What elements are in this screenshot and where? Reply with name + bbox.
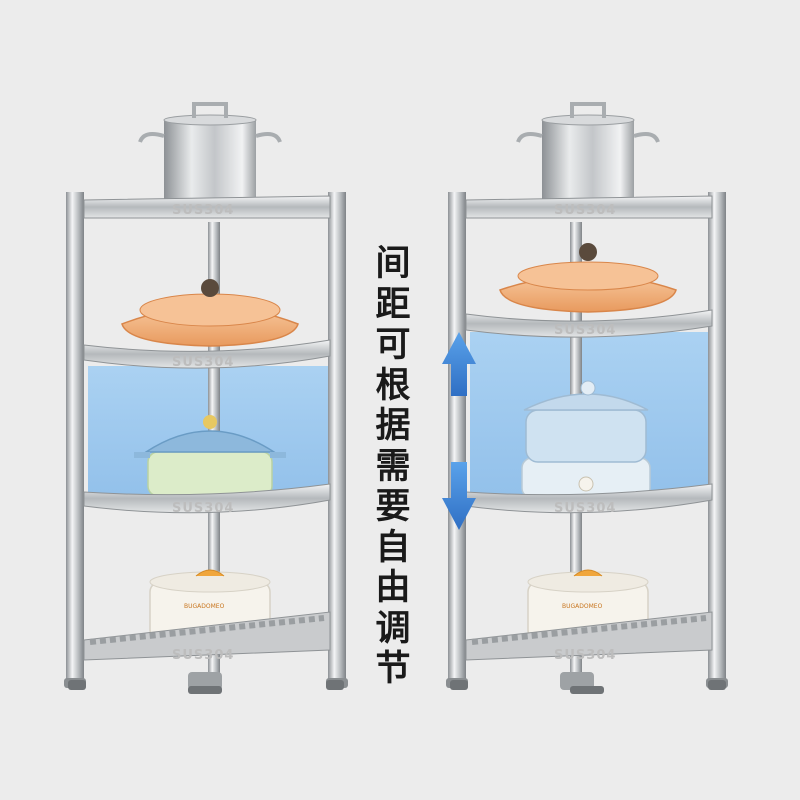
shelf-marking: SUS304	[172, 355, 234, 370]
leveling-foot-left-3	[326, 680, 344, 690]
shelf-marking: SUS304	[554, 203, 616, 218]
shelf-3-right: SUS304	[465, 483, 713, 516]
shelf-marking: SUS304	[554, 648, 616, 663]
adjustable-spacing-caption: 间距可根据需要自由调节	[372, 244, 414, 690]
caption-char: 根	[375, 365, 411, 406]
shelf-2-right: SUS304	[465, 309, 713, 338]
right-rack: BUGADOMEO SUS304 SUS304 SUS304 SUS304	[446, 102, 728, 694]
caption-char: 间	[375, 244, 411, 284]
leveling-foot-left-2	[188, 686, 222, 694]
left-rack-right-pole	[328, 192, 346, 680]
left-rack-left-pole	[66, 192, 84, 680]
appliance-brand: BUGADOMEO	[184, 603, 225, 610]
shelf-3-left: SUS304	[83, 483, 331, 516]
caption-char: 需	[375, 446, 411, 487]
caption-char: 据	[375, 406, 411, 446]
shelf-marking: SUS304	[554, 501, 616, 516]
shelf-marking: SUS304	[172, 501, 234, 516]
caption-char: 节	[375, 649, 411, 689]
left-rack: BUGADOMEO SUS304 SUS304 SUS304 SUS304	[64, 102, 348, 694]
right-rack-left-pole	[448, 192, 466, 680]
shelf-marking: SUS304	[172, 648, 234, 663]
shelf-marking: SUS304	[554, 323, 616, 338]
double-vertical-arrow-icon	[442, 332, 476, 530]
orange-casserole	[121, 279, 299, 347]
blue-electric-pot	[521, 380, 651, 499]
appliance-brand: BUGADOMEO	[562, 603, 603, 610]
shelf-bottom-right: SUS304	[465, 611, 713, 663]
shelf-marking: SUS304	[172, 203, 234, 218]
shelf-top-right: SUS304	[465, 195, 713, 219]
orange-casserole	[499, 243, 677, 313]
caption-char: 由	[375, 568, 411, 608]
caption-char: 距	[375, 284, 411, 325]
caption-char: 自	[375, 527, 411, 568]
shelf-top-left: SUS304	[83, 195, 331, 219]
green-casserole	[134, 415, 286, 497]
steel-stockpot	[138, 102, 282, 202]
leveling-foot-right-2	[570, 686, 604, 694]
caption-char: 可	[375, 325, 411, 365]
caption-char: 调	[375, 608, 411, 649]
leveling-foot-left-1	[68, 680, 86, 690]
right-rack-right-pole	[708, 192, 726, 680]
leveling-foot-right-3	[708, 680, 726, 690]
shelf-2-left: SUS304	[83, 339, 331, 370]
steel-stockpot	[516, 102, 660, 202]
shelf-bottom-left: SUS304	[83, 611, 331, 663]
caption-char: 要	[375, 487, 411, 527]
leveling-foot-right-1	[450, 680, 468, 690]
